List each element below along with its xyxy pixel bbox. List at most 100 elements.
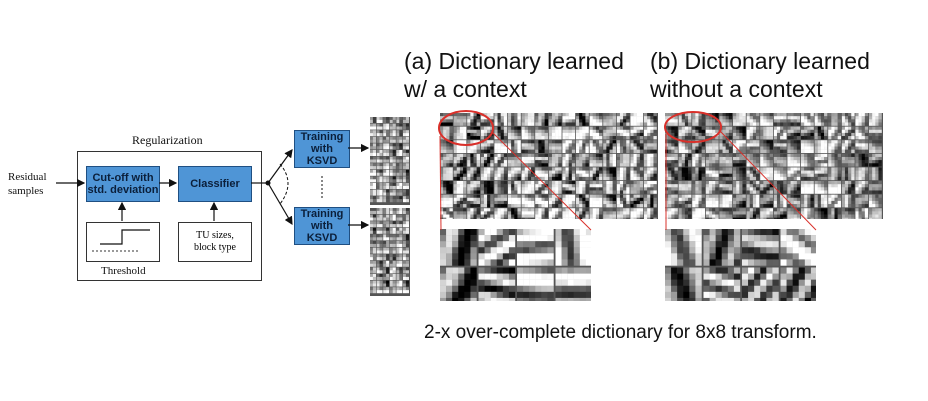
dictionary-atom [480,126,494,140]
dictionary-atom [521,140,535,153]
dictionary-atom [396,169,403,176]
dictionary-atom [548,208,562,219]
dictionary-atom [841,167,855,181]
dictionary-atom [855,167,869,181]
dictionary-atom [376,274,383,280]
dictionary-atom [705,208,719,219]
dictionary-atom [370,117,376,123]
dictionary-atom [548,167,562,181]
dictionary-atom [376,287,383,294]
dictionary-atom [828,126,841,140]
dictionary-atom [742,267,779,301]
dictionary-atom [869,167,882,181]
dictionary-atom [508,181,521,194]
dictionary-atom [576,153,589,167]
dictionary-atom [383,156,390,163]
dictionary-atom [616,181,630,194]
dictionary-atom [521,126,535,140]
dictionary-atom [403,287,409,294]
dictionary-atom [376,267,383,274]
dictionary-atom [403,176,409,183]
dictionary-atom [801,113,814,126]
dictionary-atom [719,181,733,194]
training-top-line1: Training [300,131,344,143]
dictionary-atom [719,153,733,167]
dictionary-atom [383,143,390,150]
dictionary-atom [562,167,576,181]
dictionary-atom [589,153,603,167]
dictionary-atom [828,194,841,208]
dictionary-atom [403,156,409,163]
dictionary-atom [396,260,403,267]
dictionary-atom [508,113,521,126]
dictionary-atom [773,140,787,153]
dictionary-atom [383,163,390,170]
dictionary-atom [644,126,657,140]
dictionary-atom [389,221,396,228]
dictionary-atom [383,234,390,241]
dictionary-atom [535,153,548,167]
dictionary-atom [383,221,390,228]
dictionary-atom [733,167,746,181]
dictionary-atom [480,181,494,194]
dictionary-atom [376,169,383,176]
dictionary-atom [370,156,376,163]
dictionary-atom [376,156,383,163]
dictionary-atom [396,280,403,287]
dictionary-atom [508,194,521,208]
dictionary-a-grid [440,113,658,219]
dictionary-atom [576,126,589,140]
zoom-a-patches [440,229,591,301]
dictionary-atom [801,140,814,153]
dictionary-atom [855,113,869,126]
dictionary-atom [389,163,396,170]
cutoff-box: Cut-off with std. deviation [86,166,160,202]
tu-line2: block type [194,242,236,253]
dictionary-atom [787,181,801,194]
dictionary-atom [383,176,390,183]
dictionary-atom [389,267,396,274]
dictionary-atom [494,153,508,167]
dictionary-atom [376,123,383,130]
dictionary-atom [773,113,787,126]
dictionary-atom [396,183,403,189]
dictionary-atom [370,123,376,130]
dictionary-atom [787,167,801,181]
dictionary-atom [370,143,376,150]
dictionary-atom [760,113,773,126]
dictionary-atom [678,113,692,126]
dictionary-atom [376,176,383,183]
dictionary-atom [389,150,396,156]
dictionary-atom [508,140,521,153]
small-dictionary-bottom [370,208,410,296]
dictionary-atom [389,136,396,143]
dictionary-atom [403,280,409,287]
dictionary-atom [403,241,409,247]
dictionary-atom [760,208,773,219]
dictionary-atom [535,167,548,181]
dictionary-atom [370,208,376,214]
dictionary-atom [576,181,589,194]
dictionary-atom [548,153,562,167]
dictionary-atom [562,153,576,167]
dictionary-atom [370,221,376,228]
dictionary-atom [467,153,480,167]
dictionary-atom [389,169,396,176]
dictionary-atom [521,181,535,194]
dictionary-atom [494,208,508,219]
dictionary-atom [494,126,508,140]
dictionary-atom [665,153,678,167]
dictionary-atom [370,163,376,170]
dictionary-atom [396,241,403,247]
dictionary-atom [508,153,521,167]
dictionary-atom [733,140,746,153]
panel-b-caption: (b) Dictionary learned without a context [650,47,870,103]
dictionary-atom [376,241,383,247]
dictionary-atom [508,167,521,181]
dictionary-atom [562,140,576,153]
dictionary-atom [855,194,869,208]
dictionary-atom [814,153,828,167]
dictionary-atom [535,140,548,153]
dictionary-atom [616,153,630,167]
